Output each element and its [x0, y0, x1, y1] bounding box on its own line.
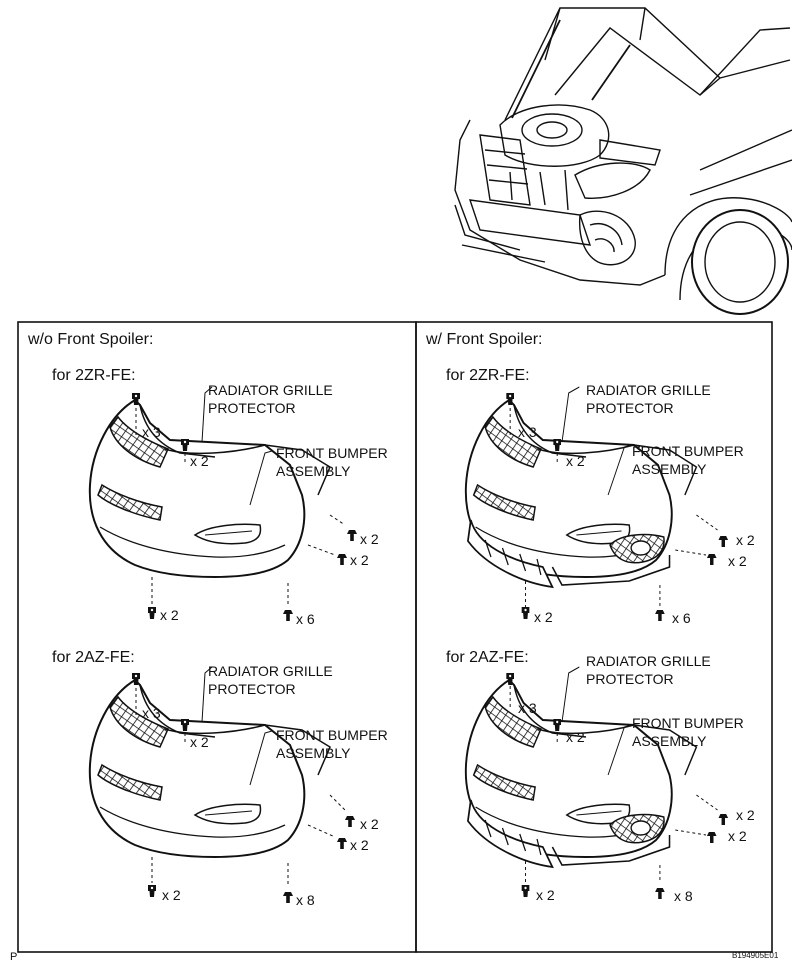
bumper-diagram-no-spoiler-2zr: [88, 386, 357, 621]
qty-side-screws-lower: x 2: [350, 837, 369, 853]
qty-bottom-screws: x 6: [296, 611, 315, 627]
qty-side-screws-lower: x 2: [728, 828, 747, 844]
qty-protector-clips: x 2: [566, 729, 585, 745]
variant-label-2az: for 2AZ-FE:: [52, 649, 135, 666]
qty-bottom-clips: x 2: [534, 609, 553, 625]
qty-grille-clips: x 3: [142, 424, 161, 440]
qty-bottom-screws: x 6: [672, 610, 691, 626]
qty-side-screws-upper: x 2: [360, 816, 379, 832]
footer-page-marker: P: [10, 951, 18, 963]
panel-title-without-spoiler: w/o Front Spoiler:: [28, 331, 154, 348]
qty-protector-clips: x 2: [190, 453, 209, 469]
qty-side-screws-upper: x 2: [736, 532, 755, 548]
qty-side-screws-upper: x 2: [736, 807, 755, 823]
qty-side-screws-lower: x 2: [728, 553, 747, 569]
qty-side-screws-lower: x 2: [350, 552, 369, 568]
variant-label-2zr: for 2ZR-FE:: [446, 367, 530, 384]
variant-label-2az: for 2AZ-FE:: [446, 649, 529, 666]
panel-with-spoiler-frame: [415, 321, 773, 953]
qty-bottom-clips: x 2: [162, 887, 181, 903]
bumper-diagram-spoiler-2zr: [466, 386, 729, 621]
qty-side-screws-upper: x 2: [360, 531, 379, 547]
qty-grille-clips: x 3: [142, 705, 161, 721]
figure-code: B194905E01: [732, 951, 779, 960]
qty-bottom-screws: x 8: [674, 888, 693, 904]
qty-protector-clips: x 2: [566, 453, 585, 469]
qty-bottom-screws: x 8: [296, 892, 315, 908]
panel-title-with-spoiler: w/ Front Spoiler:: [426, 331, 543, 348]
qty-protector-clips: x 2: [190, 734, 209, 750]
variant-label-2zr: for 2ZR-FE:: [52, 367, 136, 384]
qty-bottom-clips: x 2: [160, 607, 179, 623]
qty-bottom-clips: x 2: [536, 887, 555, 903]
bumper-diagram-no-spoiler-2az: [88, 666, 355, 903]
qty-grille-clips: x 3: [518, 700, 537, 716]
vehicle-illustration: [454, 7, 792, 315]
bumper-diagram-spoiler-2az: [466, 666, 729, 899]
qty-grille-clips: x 3: [518, 424, 537, 440]
